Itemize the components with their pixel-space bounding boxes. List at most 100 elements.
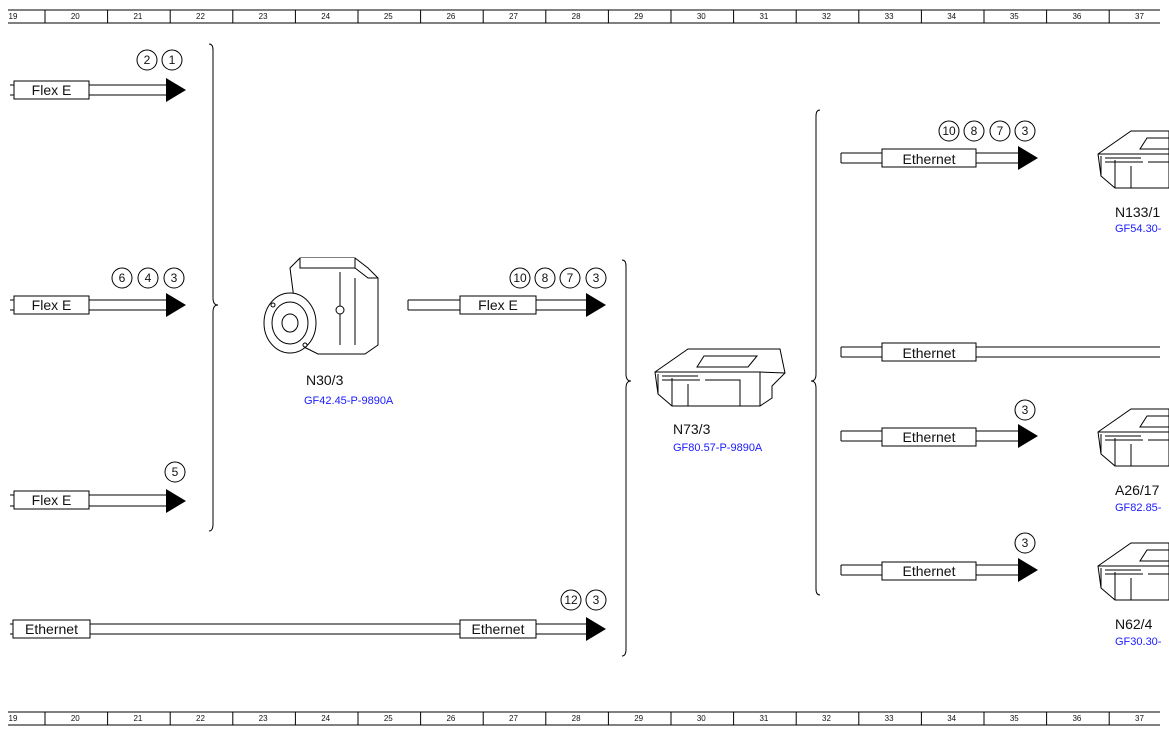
ruler-number: 28 [572, 12, 581, 21]
callouts-flex-3: 5 [164, 461, 186, 483]
ruler-number: 34 [947, 12, 956, 21]
ruler-number: 22 [196, 12, 205, 21]
n30-3-component-image [263, 257, 379, 355]
ruler-number: 25 [384, 12, 393, 21]
ruler-number: 22 [196, 714, 205, 723]
component-id-n133-1: N133/1 [1115, 204, 1160, 220]
callouts-flex-2: 6 4 3 [111, 267, 185, 289]
connection-flex-3: Flex E [10, 489, 186, 513]
component-ref-n30-3[interactable]: GF42.45-P-9890A [304, 395, 394, 407]
component-ref-n62-4[interactable]: GF30.30- [1115, 636, 1162, 648]
callout-number: 8 [542, 271, 549, 285]
callout-number: 10 [942, 124, 956, 138]
ruler-number: 20 [71, 12, 80, 21]
ruler-number: 35 [1010, 12, 1019, 21]
connection-ethernet-1: Ethernet [840, 146, 1038, 170]
right-brace [810, 109, 821, 596]
ruler-number: 30 [697, 12, 706, 21]
callout-number: 4 [145, 271, 152, 285]
connection-flex-1: Flex E [10, 78, 186, 102]
ruler-number: 36 [1072, 12, 1081, 21]
component-ref-n73-3[interactable]: GF80.57-P-9890A [673, 442, 763, 454]
callout-number: 12 [564, 593, 578, 607]
ruler-number: 34 [947, 714, 956, 723]
callout-number: 6 [119, 271, 126, 285]
callout-number: 2 [144, 53, 151, 67]
flex-e-label: Flex E [32, 297, 72, 313]
ruler-number: 35 [1010, 714, 1019, 723]
component-id-n62-4: N62/4 [1115, 616, 1153, 632]
ruler-number: 26 [446, 714, 455, 723]
flex-e-label: Flex E [32, 492, 72, 508]
callout-number: 5 [172, 465, 179, 479]
callouts-ethernet-1: 10 8 7 3 [938, 120, 1036, 142]
ethernet-label: Ethernet [903, 563, 956, 579]
n62-4-component-image [1097, 542, 1169, 601]
component-ref-a26-17[interactable]: GF82.85- [1115, 502, 1162, 514]
callouts-ethernet-4: 3 [1014, 532, 1036, 554]
ruler-number: 28 [572, 714, 581, 723]
ruler-number: 19 [9, 714, 18, 723]
connection-ethernet-3: Ethernet [840, 424, 1038, 448]
ruler-number: 20 [71, 714, 80, 723]
callouts-flex-1: 2 1 [136, 49, 183, 71]
ethernet-label: Ethernet [903, 345, 956, 361]
ruler-number: 23 [259, 12, 268, 21]
ethernet-label: Ethernet [25, 621, 78, 637]
connection-ethernet-2: Ethernet [840, 342, 1160, 362]
callout-number: 3 [1022, 403, 1029, 417]
callout-number: 3 [593, 271, 600, 285]
middle-brace [621, 259, 632, 657]
left-brace [208, 43, 219, 532]
callout-number: 3 [593, 593, 600, 607]
callout-number: 1 [169, 53, 176, 67]
callout-number: 10 [513, 271, 527, 285]
ruler-number: 21 [133, 12, 142, 21]
ethernet-label: Ethernet [472, 621, 525, 637]
connection-flex-2: Flex E [10, 293, 186, 317]
ruler-number: 37 [1135, 12, 1144, 21]
ruler-number: 29 [634, 12, 643, 21]
connection-ethernet-4: Ethernet [840, 558, 1038, 582]
component-id-n73-3: N73/3 [673, 421, 711, 437]
callout-number: 7 [567, 271, 574, 285]
ruler-number: 31 [759, 12, 768, 21]
callout-number: 3 [171, 271, 178, 285]
ruler-number: 26 [446, 12, 455, 21]
callout-number: 3 [1022, 536, 1029, 550]
ruler-number: 30 [697, 714, 706, 723]
ruler-number: 33 [885, 714, 894, 723]
callout-number: 7 [997, 124, 1004, 138]
ruler-number: 29 [634, 714, 643, 723]
n133-1-component-image [1097, 130, 1169, 189]
ruler-number: 24 [321, 12, 330, 21]
ethernet-label: Ethernet [903, 429, 956, 445]
ruler-number: 19 [9, 12, 18, 21]
ruler-number: 36 [1072, 714, 1081, 723]
ruler-number: 23 [259, 714, 268, 723]
flex-e-label: Flex E [478, 297, 518, 313]
callout-number: 3 [1022, 124, 1029, 138]
connection-flex-mid: Flex E [407, 293, 606, 317]
ruler-number: 37 [1135, 714, 1144, 723]
ethernet-label: Ethernet [903, 151, 956, 167]
ruler-number: 33 [885, 12, 894, 21]
callouts-flex-mid: 10 8 7 3 [509, 267, 607, 289]
ruler-number: 27 [509, 12, 518, 21]
ruler-number: 25 [384, 714, 393, 723]
callout-number: 8 [971, 124, 978, 138]
ruler-number: 27 [509, 714, 518, 723]
flex-e-label: Flex E [32, 82, 72, 98]
component-id-n30-3: N30/3 [306, 372, 344, 388]
n73-3-component-image [654, 348, 786, 407]
ruler-number: 32 [822, 12, 831, 21]
callouts-ethernet-long: 12 3 [560, 589, 607, 611]
ruler-number: 21 [133, 714, 142, 723]
component-ref-n133-1[interactable]: GF54.30- [1115, 223, 1162, 235]
component-id-a26-17: A26/17 [1115, 482, 1160, 498]
top-ruler: 19 20 21 22 23 24 25 26 27 28 29 30 31 32 33 34 35 36 37 [8, 9, 1160, 24]
callouts-ethernet-3: 3 [1014, 399, 1036, 421]
ruler-number: 32 [822, 714, 831, 723]
